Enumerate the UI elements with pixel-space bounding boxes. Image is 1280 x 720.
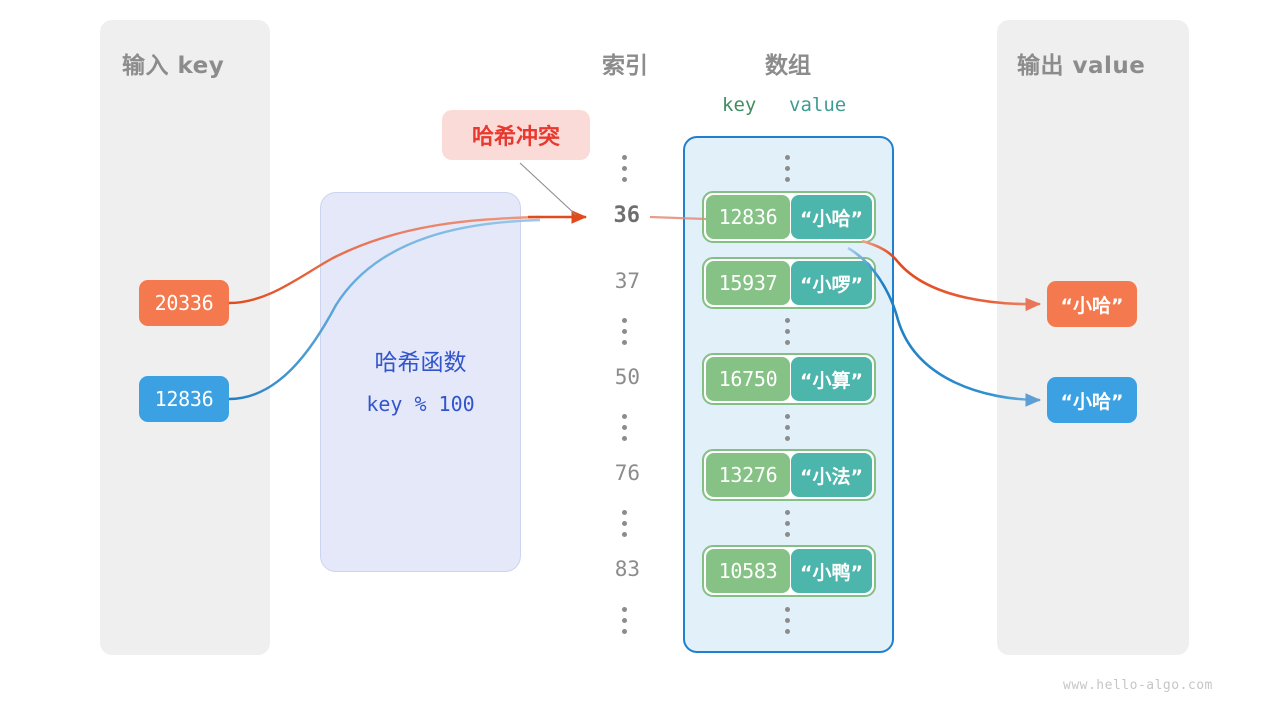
index-ellipsis: [622, 607, 628, 634]
hash-function-title: 哈希函数: [374, 350, 467, 376]
output-value-chip: “小哈”: [1047, 281, 1137, 327]
hash-collision-badge: 哈希冲突: [442, 110, 590, 160]
output-panel-title: 输出 value: [1017, 53, 1146, 79]
array-column-header: 数组: [765, 53, 811, 79]
array-ellipsis: [785, 510, 791, 537]
bucket-row: 12836“小哈”: [702, 191, 876, 243]
bucket-key-cell: 10583: [706, 549, 790, 593]
bucket-value-cell: “小算”: [791, 357, 872, 401]
output-panel: [997, 20, 1189, 655]
index-column-header: 索引: [602, 53, 648, 79]
bucket-key-cell: 12836: [706, 195, 790, 239]
bucket-row: 13276“小法”: [702, 449, 876, 501]
index-label: 83: [614, 557, 640, 581]
bucket-value-cell: “小法”: [791, 453, 872, 497]
array-ellipsis: [785, 414, 791, 441]
bucket-row: 16750“小算”: [702, 353, 876, 405]
bucket-key-cell: 15937: [706, 261, 790, 305]
array-ellipsis: [785, 155, 791, 182]
bucket-value-cell: “小哈”: [791, 195, 872, 239]
index-ellipsis: [622, 318, 628, 345]
output-value-chip: “小哈”: [1047, 377, 1137, 423]
watermark: www.hello-algo.com: [1063, 678, 1213, 693]
index-ellipsis: [622, 155, 628, 182]
index-label: 37: [614, 269, 640, 293]
bucket-value-cell: “小鸭”: [791, 549, 872, 593]
array-ellipsis: [785, 318, 791, 345]
index-ellipsis: [622, 414, 628, 441]
bucket-key-cell: 16750: [706, 357, 790, 401]
hash-function-formula: key % 100: [366, 392, 475, 416]
array-ellipsis: [785, 607, 791, 634]
bucket-row: 10583“小鸭”: [702, 545, 876, 597]
input-panel-title: 输入 key: [122, 53, 225, 79]
hash-function-box: [320, 192, 521, 572]
input-key-chip: 12836: [139, 376, 229, 422]
input-panel: [100, 20, 270, 655]
key-subheader: key: [722, 94, 757, 116]
bucket-key-cell: 13276: [706, 453, 790, 497]
index-label: 36: [613, 203, 641, 228]
index-label: 50: [614, 365, 640, 389]
bucket-value-cell: “小啰”: [791, 261, 872, 305]
input-key-chip: 20336: [139, 280, 229, 326]
value-subheader: value: [789, 94, 847, 116]
index-label: 76: [614, 461, 640, 485]
index-ellipsis: [622, 510, 628, 537]
bucket-row: 15937“小啰”: [702, 257, 876, 309]
